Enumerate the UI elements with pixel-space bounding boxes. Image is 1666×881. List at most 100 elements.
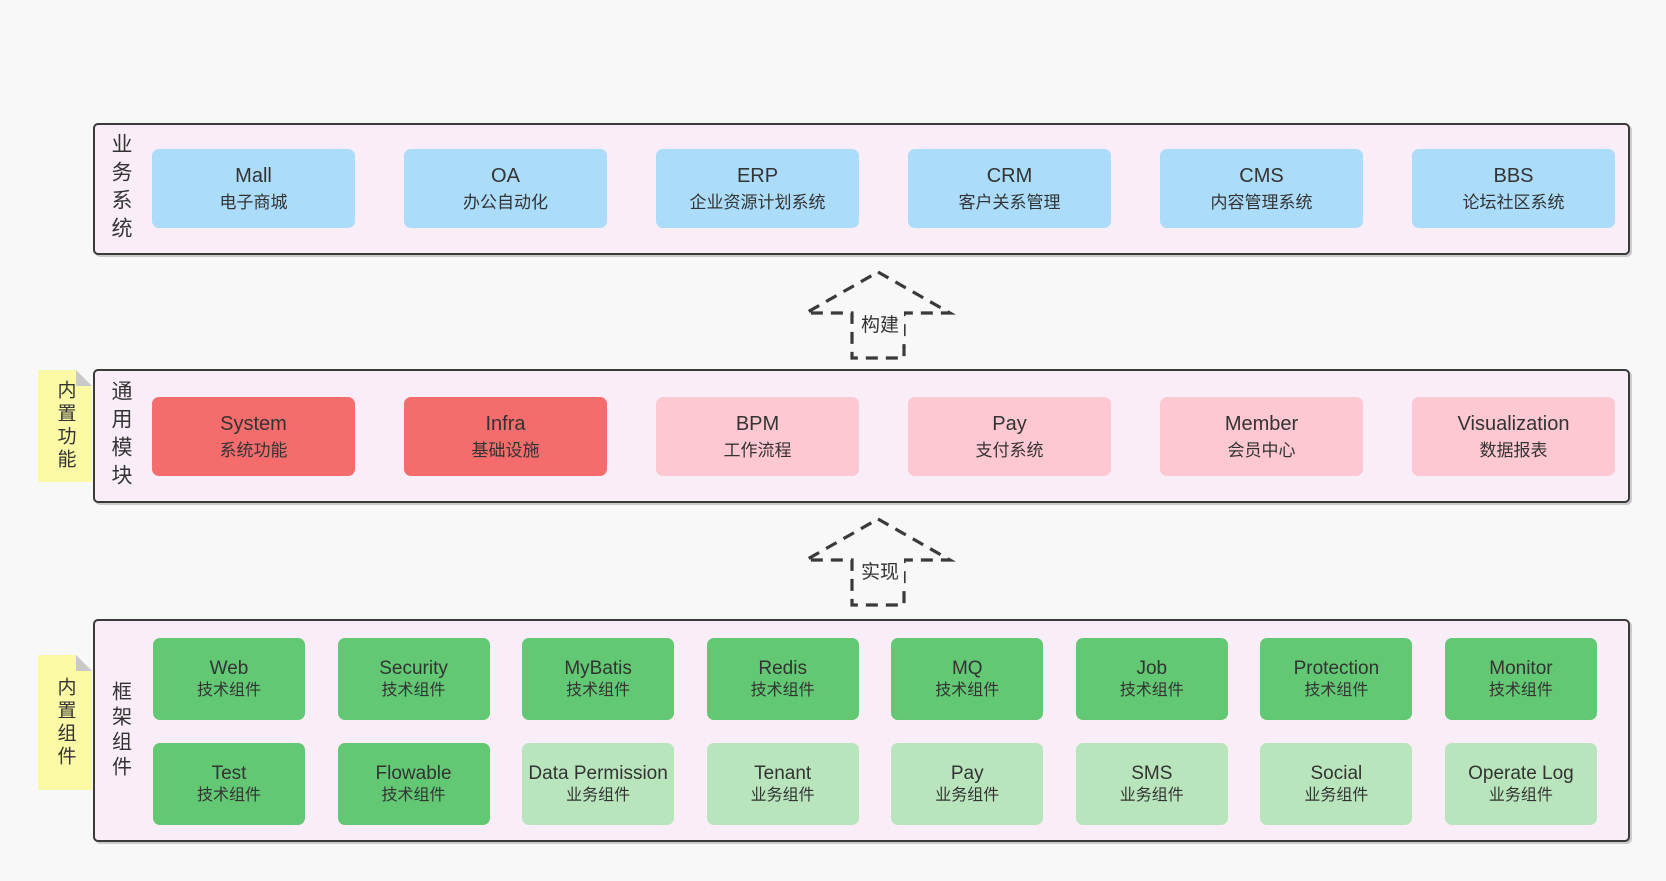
box-visualization-name: Visualization	[1457, 412, 1570, 435]
box-system-desc: 系统功能	[219, 440, 288, 460]
box-job-name: Job	[1136, 657, 1168, 679]
box-security-name: Security	[379, 657, 448, 679]
box-member-name: Member	[1224, 412, 1299, 435]
note-built-in-features: 内置功能	[38, 370, 92, 482]
band-common-modules: 通用模块 System 系统功能 Infra 基础设施 BPM 工作流程 Pay…	[93, 369, 1630, 503]
band-framework-components: 框架组件 Web 技术组件 Security 技术组件 MyBatis 技术组件…	[93, 619, 1630, 842]
box-operate-log-desc: 业务组件	[1488, 786, 1553, 804]
box-redis: Redis 技术组件	[706, 638, 859, 720]
box-infra-desc: 基础设施	[471, 440, 540, 460]
box-job-desc: 技术组件	[1119, 681, 1184, 699]
box-operate-log-name: Operate Log	[1468, 762, 1574, 784]
box-pay-module-name: Pay	[992, 412, 1027, 435]
box-social-name: Social	[1310, 762, 1363, 784]
band-modules-label: 通用模块	[109, 380, 132, 492]
box-erp-name: ERP	[736, 164, 779, 187]
box-social-desc: 业务组件	[1304, 786, 1369, 804]
box-oa: OA 办公自动化	[404, 149, 607, 228]
box-mq-name: MQ	[951, 657, 983, 679]
note-built-in-features-text: 内置功能	[54, 380, 76, 472]
box-redis-name: Redis	[758, 657, 807, 679]
box-web-desc: 技术组件	[196, 681, 261, 699]
build-arrow-icon	[799, 270, 957, 360]
box-data-permission: Data Permission 业务组件	[522, 743, 675, 825]
box-monitor-desc: 技术组件	[1488, 681, 1553, 699]
box-tenant-name: Tenant	[754, 762, 812, 784]
box-web-name: Web	[209, 657, 249, 679]
box-web: Web 技术组件	[153, 638, 305, 720]
box-visualization: Visualization 数据报表	[1412, 397, 1615, 476]
modules-box-row: System 系统功能 Infra 基础设施 BPM 工作流程 Pay 支付系统…	[152, 397, 1615, 476]
box-flowable: Flowable 技术组件	[337, 743, 490, 825]
build-arrow-label: 构建	[855, 309, 905, 338]
box-erp-desc: 企业资源计划系统	[689, 192, 826, 212]
box-member-desc: 会员中心	[1227, 440, 1296, 460]
components-row-2: Test 技术组件 Flowable 技术组件 Data Permission …	[153, 743, 1597, 825]
business-box-row: Mall 电子商城 OA 办公自动化 ERP 企业资源计划系统 CRM 客户关系…	[152, 149, 1615, 228]
box-erp: ERP 企业资源计划系统	[656, 149, 859, 228]
band-business-label: 业务系统	[109, 133, 132, 245]
box-visualization-desc: 数据报表	[1479, 440, 1548, 460]
box-flowable-name: Flowable	[375, 762, 452, 784]
box-system-name: System	[220, 412, 287, 435]
box-protection-name: Protection	[1293, 657, 1380, 679]
band-components-label: 框架组件	[108, 680, 131, 781]
box-oa-name: OA	[491, 164, 520, 187]
box-flowable-desc: 技术组件	[381, 786, 446, 804]
box-mall-name: Mall	[235, 164, 272, 187]
box-tenant-desc: 业务组件	[750, 786, 815, 804]
box-mall: Mall 电子商城	[152, 149, 355, 228]
box-pay-component: Pay 业务组件	[891, 743, 1044, 825]
box-pay-module: Pay 支付系统	[908, 397, 1111, 476]
box-pay-module-desc: 支付系统	[975, 440, 1044, 460]
components-row-1: Web 技术组件 Security 技术组件 MyBatis 技术组件 Redi…	[153, 638, 1597, 720]
box-data-permission-desc: 业务组件	[566, 786, 631, 804]
box-bpm-desc: 工作流程	[723, 440, 792, 460]
box-bbs: BBS 论坛社区系统	[1412, 149, 1615, 228]
box-bpm: BPM 工作流程	[656, 397, 859, 476]
box-crm-desc: 客户关系管理	[958, 192, 1061, 212]
box-mall-desc: 电子商城	[219, 192, 288, 212]
box-test-name: Test	[211, 762, 247, 784]
box-cms-name: CMS	[1239, 164, 1284, 187]
box-cms: CMS 内容管理系统	[1160, 149, 1363, 228]
box-member: Member 会员中心	[1160, 397, 1363, 476]
box-social: Social 业务组件	[1260, 743, 1413, 825]
box-pay-component-desc: 业务组件	[935, 786, 1000, 804]
box-data-permission-name: Data Permission	[528, 762, 668, 784]
box-infra-name: Infra	[485, 412, 526, 435]
box-mybatis-desc: 技术组件	[566, 681, 631, 699]
box-mybatis-name: MyBatis	[564, 657, 632, 679]
box-tenant: Tenant 业务组件	[706, 743, 859, 825]
box-bbs-desc: 论坛社区系统	[1462, 192, 1565, 212]
note-built-in-components: 内置组件	[38, 655, 92, 790]
box-test-desc: 技术组件	[196, 786, 261, 804]
note-built-in-components-text: 内置组件	[54, 676, 76, 769]
box-protection-desc: 技术组件	[1304, 681, 1369, 699]
band-business-systems: 业务系统 Mall 电子商城 OA 办公自动化 ERP 企业资源计划系统 CRM…	[93, 123, 1630, 255]
box-cms-desc: 内容管理系统	[1210, 192, 1313, 212]
box-mq: MQ 技术组件	[891, 638, 1044, 720]
box-bpm-name: BPM	[735, 412, 780, 435]
box-redis-desc: 技术组件	[750, 681, 815, 699]
box-job: Job 技术组件	[1075, 638, 1228, 720]
box-bbs-name: BBS	[1493, 164, 1534, 187]
box-mybatis: MyBatis 技术组件	[522, 638, 675, 720]
box-mq-desc: 技术组件	[935, 681, 1000, 699]
box-crm: CRM 客户关系管理	[908, 149, 1111, 228]
box-infra: Infra 基础设施	[404, 397, 607, 476]
box-sms-name: SMS	[1131, 762, 1173, 784]
box-crm-name: CRM	[986, 164, 1033, 187]
box-pay-component-name: Pay	[950, 762, 984, 784]
box-operate-log: Operate Log 业务组件	[1444, 743, 1597, 825]
box-security-desc: 技术组件	[381, 681, 446, 699]
box-test: Test 技术组件	[153, 743, 305, 825]
implement-arrow-icon	[799, 517, 957, 607]
box-security: Security 技术组件	[337, 638, 490, 720]
box-system: System 系统功能	[152, 397, 355, 476]
box-monitor-name: Monitor	[1489, 657, 1553, 679]
implement-arrow-label: 实现	[855, 556, 905, 585]
box-oa-desc: 办公自动化	[463, 192, 548, 212]
box-sms: SMS 业务组件	[1075, 743, 1228, 825]
